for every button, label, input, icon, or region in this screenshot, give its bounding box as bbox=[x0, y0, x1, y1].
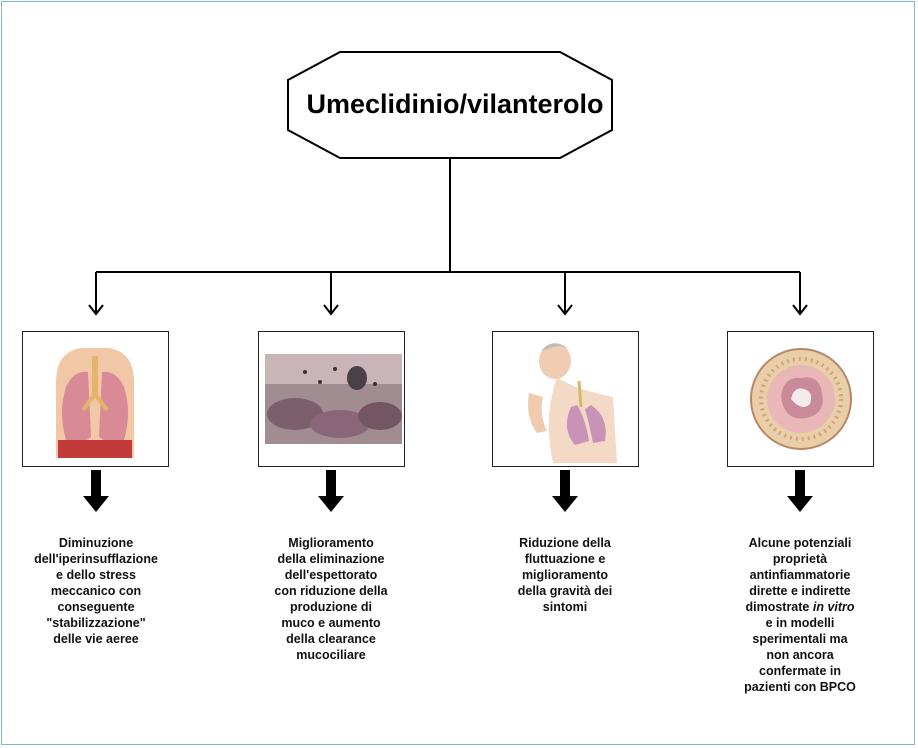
branch-arrow-1 bbox=[88, 272, 104, 316]
thick-arrow-1 bbox=[83, 470, 109, 512]
caption-4-prefix: dimostrate bbox=[745, 600, 813, 614]
caption-3-line: miglioramento bbox=[521, 568, 609, 582]
caption-1-line: "stabilizzazione" bbox=[46, 616, 146, 630]
caption-1-line: meccanico con bbox=[50, 584, 142, 598]
branch-arrow-4 bbox=[792, 272, 808, 316]
image-box-3 bbox=[492, 331, 639, 467]
caption-4-line: non ancora bbox=[766, 648, 834, 662]
caption-1-line: Diminuzione bbox=[58, 536, 134, 550]
caption-2-line: con riduzione della bbox=[274, 584, 388, 598]
caption-3-line: fluttuazione e bbox=[524, 552, 606, 566]
caption-1: Diminuzione dell'iperinsufflazione e del… bbox=[11, 535, 181, 647]
caption-4-line: Alcune potenziali bbox=[748, 536, 852, 550]
image-box-4 bbox=[727, 331, 874, 467]
caption-4-line: pazienti con BPCO bbox=[744, 680, 856, 694]
airway-mucus-icon bbox=[265, 354, 402, 444]
caption-2-line: dell'espettorato bbox=[284, 568, 378, 582]
image-box-2 bbox=[258, 331, 405, 467]
caption-2-line: della eliminazione bbox=[277, 552, 385, 566]
caption-4-line: dirette e indirette bbox=[749, 584, 851, 598]
caption-4-line-mixed: dimostrate in vitro bbox=[715, 599, 885, 615]
caption-2-line: produzione di bbox=[290, 600, 372, 614]
thick-arrow-2 bbox=[318, 470, 344, 512]
image-box-1 bbox=[22, 331, 169, 467]
caption-1-line: e dello stress bbox=[56, 568, 136, 582]
coughing-man-icon bbox=[528, 343, 617, 463]
caption-4-line: confermate in bbox=[759, 664, 841, 678]
caption-2-line: mucociliare bbox=[296, 648, 366, 662]
airway-cross-section-icon bbox=[750, 348, 852, 450]
branch-arrow-2 bbox=[323, 272, 339, 316]
caption-3-line: Riduzione della bbox=[519, 536, 611, 550]
caption-4-line: antinfiammatorie bbox=[749, 568, 851, 582]
caption-4: Alcune potenziali proprietà antinfiammat… bbox=[715, 535, 885, 695]
caption-4-line: sperimentali ma bbox=[752, 632, 848, 646]
branch-arrow-3 bbox=[557, 272, 573, 316]
caption-1-line: delle vie aeree bbox=[53, 632, 139, 646]
title-octagon bbox=[287, 51, 613, 159]
caption-2-line: muco e aumento bbox=[281, 616, 381, 630]
caption-3-line: della gravità dei bbox=[517, 584, 613, 598]
caption-3: Riduzione della fluttuazione e miglioram… bbox=[480, 535, 650, 615]
caption-4-italic: in vitro bbox=[812, 600, 855, 614]
lungs-torso-icon bbox=[56, 348, 134, 458]
caption-1-line: conseguente bbox=[57, 600, 135, 614]
thick-arrow-3 bbox=[552, 470, 578, 512]
caption-2-line: Miglioramento bbox=[288, 536, 374, 550]
caption-4-line: e in modelli bbox=[765, 616, 835, 630]
caption-2: Miglioramento della eliminazione dell'es… bbox=[246, 535, 416, 663]
caption-3-line: sintomi bbox=[542, 600, 588, 614]
thick-arrow-4 bbox=[787, 470, 813, 512]
caption-4-line: proprietà bbox=[772, 552, 828, 566]
caption-1-line: dell'iperinsufflazione bbox=[34, 552, 158, 566]
diagram-title: Umeclidinio/vilanterolo bbox=[306, 89, 604, 119]
caption-2-line: della clearance bbox=[286, 632, 376, 646]
